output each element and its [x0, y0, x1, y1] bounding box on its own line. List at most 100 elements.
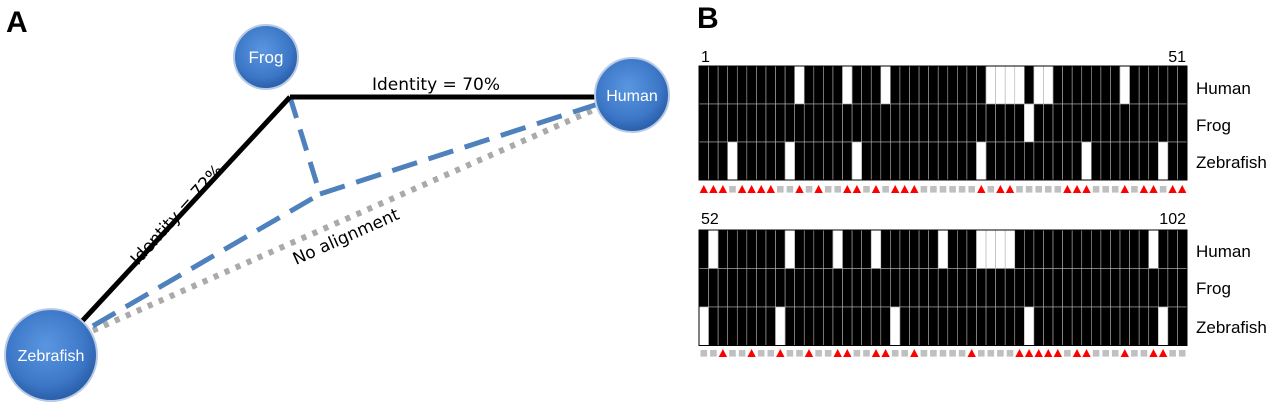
alignment-cell [928, 229, 939, 269]
alignment-cell [918, 65, 929, 105]
alignment-cell [1052, 65, 1063, 105]
alignment-cell [1081, 268, 1092, 308]
alignment-cell [909, 306, 920, 346]
alignment-cell [1119, 65, 1130, 105]
alignment-block-2: 52 102 Human Frog Zebrafish [698, 211, 1267, 357]
alignment-cell [708, 103, 719, 143]
alignment-cell [966, 65, 977, 105]
alignment-cell [890, 268, 901, 308]
alignment-cell [1062, 141, 1073, 181]
variable-square-mark [815, 350, 822, 357]
variable-square-mark [901, 350, 908, 357]
conserved-triangle-mark [1082, 349, 1091, 357]
alignment-cell [909, 65, 920, 105]
node-label-human: Human [606, 88, 658, 105]
variable-square-mark [920, 350, 928, 357]
alignment-cell [1091, 141, 1102, 181]
block-1-marks [699, 185, 1187, 193]
alignment-cell [698, 306, 709, 346]
alignment-cell [899, 65, 910, 105]
alignment-cell [794, 268, 805, 308]
alignment-cell [736, 141, 748, 181]
alignment-cell [976, 103, 987, 143]
alignment-cell [957, 103, 968, 143]
alignment-cell [1043, 268, 1054, 308]
alignment-cell [1062, 103, 1073, 143]
alignment-cell [1110, 306, 1121, 346]
alignment-cell [966, 103, 977, 143]
alignment-cell [784, 229, 795, 269]
alignment-cell [1110, 229, 1121, 269]
alignment-cell [985, 141, 996, 181]
alignment-cell [698, 229, 709, 269]
alignment-cell [842, 141, 853, 181]
alignment-cell [937, 306, 949, 346]
alignment-cell [842, 306, 853, 346]
alignment-cell [1157, 268, 1169, 308]
alignment-cell [1052, 268, 1063, 308]
variable-square-mark [824, 186, 832, 193]
panel-a-network: A Identity = 70% Identity = 72% No align… [4, 6, 670, 402]
alignment-cell [870, 268, 882, 308]
alignment-cell [995, 65, 1006, 105]
alignment-cell [1052, 229, 1063, 269]
alignment-cell [870, 306, 882, 346]
conserved-triangle-mark [1072, 185, 1082, 193]
alignment-cell [775, 141, 786, 181]
alignment-cell [1100, 103, 1111, 143]
alignment-cell [1081, 65, 1092, 105]
alignment-cell [909, 229, 920, 269]
alignment-cell [1167, 65, 1178, 105]
alignment-cell [775, 268, 786, 308]
alignment-cell [1052, 306, 1063, 346]
variable-square-mark [1111, 350, 1119, 357]
alignment-cell [698, 268, 709, 308]
alignment-cell [746, 229, 757, 269]
alignment-cell [842, 65, 853, 105]
alignment-cell [756, 268, 767, 308]
alignment-cell [1091, 306, 1102, 346]
alignment-cell [1033, 65, 1044, 105]
alignment-cell [966, 306, 977, 346]
node-human: Human [594, 57, 670, 133]
alignment-cell [784, 306, 795, 346]
alignment-cell [928, 306, 939, 346]
alignment-cell [803, 229, 815, 269]
variable-square-mark [930, 186, 937, 193]
variable-square-mark [949, 186, 956, 193]
alignment-cell [861, 103, 872, 143]
alignment-cell [1119, 229, 1130, 269]
variable-square-mark [834, 186, 841, 193]
alignment-cell [1129, 103, 1140, 143]
conserved-triangle-mark [1082, 185, 1091, 193]
variable-square-mark [1016, 186, 1023, 193]
alignment-cell [957, 65, 968, 105]
conserved-triangle-mark [1120, 185, 1129, 193]
alignment-cell [1024, 268, 1035, 308]
alignment-cell [1157, 65, 1169, 105]
alignment-cell [746, 141, 757, 181]
alignment-cell [995, 103, 1006, 143]
alignment-cell [1148, 103, 1159, 143]
alignment-cell [698, 103, 709, 143]
block-1-label-zebrafish: Zebrafish [1196, 153, 1267, 172]
alignment-cell [823, 141, 834, 181]
variable-square-mark [1102, 186, 1109, 193]
conserved-triangle-mark [871, 185, 881, 193]
variable-square-mark [1102, 350, 1109, 357]
alignment-cell [784, 65, 795, 105]
alignment-cell [717, 65, 729, 105]
variable-square-mark [1054, 186, 1062, 193]
alignment-cell [1157, 306, 1169, 346]
variable-square-mark [920, 186, 928, 193]
alignment-cell [1024, 141, 1035, 181]
alignment-cell [957, 306, 968, 346]
alignment-cell [909, 141, 920, 181]
alignment-cell [937, 268, 949, 308]
alignment-cell [890, 306, 901, 346]
alignment-cell [1157, 103, 1169, 143]
alignment-cell [1167, 229, 1178, 269]
variable-square-mark [729, 350, 736, 357]
alignment-cell [813, 103, 824, 143]
alignment-cell [1043, 141, 1054, 181]
